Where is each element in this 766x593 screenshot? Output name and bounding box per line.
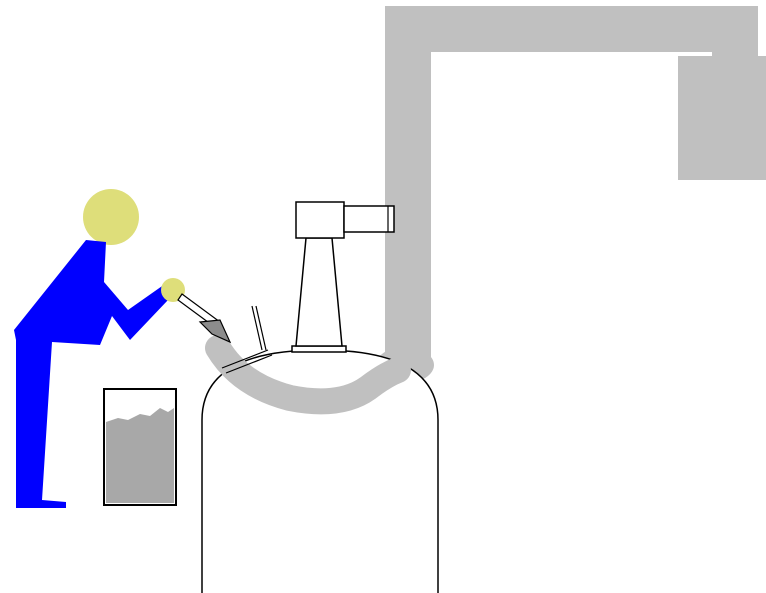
flexible-hose	[205, 335, 411, 415]
worker-hand	[161, 278, 185, 302]
worker-body	[14, 240, 168, 508]
nozzle	[291, 201, 395, 353]
vent-pipe	[221, 305, 273, 374]
fan-unit	[678, 56, 766, 180]
worker	[14, 189, 185, 508]
waste-bin	[103, 388, 177, 506]
tool	[177, 293, 232, 344]
worker-head	[83, 189, 139, 245]
